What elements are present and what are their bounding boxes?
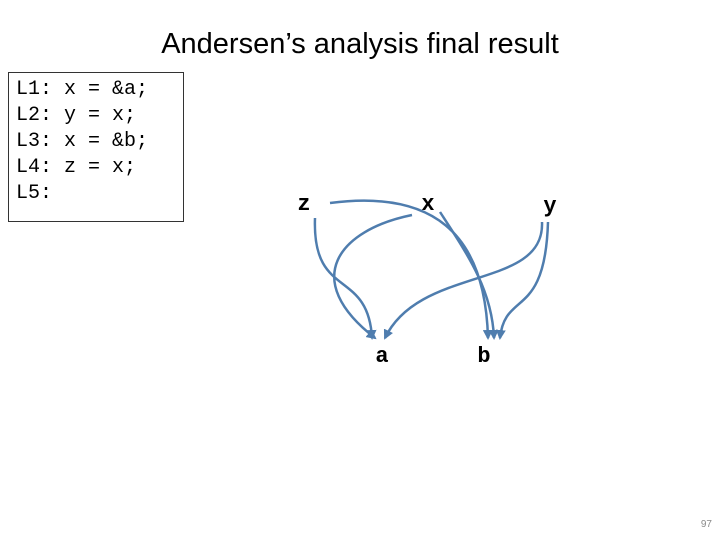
code-line-2: L2: y = x;: [16, 104, 137, 127]
code-line-5: L5:: [16, 182, 53, 205]
node-a: a: [375, 344, 388, 369]
edge-x-to-a: [332, 213, 413, 340]
code-line-4: L4: z = x;: [16, 156, 137, 179]
code-box: L1: x = &a; L2: y = x; L3: x = &b; L4: z…: [8, 72, 184, 222]
edge-x-to-b: [438, 211, 499, 340]
node-z: z: [297, 192, 310, 217]
edge-z-to-b: [329, 199, 493, 340]
edge-y-to-b: [495, 221, 550, 340]
node-x: x: [421, 192, 434, 217]
page-number: 97: [700, 519, 712, 530]
slide-title-text: Andersen’s analysis final result: [161, 28, 559, 60]
code-line-1: L1: x = &a;: [16, 78, 149, 101]
edge-y-to-a: [383, 221, 544, 340]
edge-z-to-a: [313, 217, 377, 340]
code-line-3: L3: x = &b;: [16, 130, 149, 153]
node-y: y: [543, 194, 556, 219]
slide-title: Andersen’s analysis final result: [0, 28, 720, 61]
node-b: b: [477, 344, 490, 369]
